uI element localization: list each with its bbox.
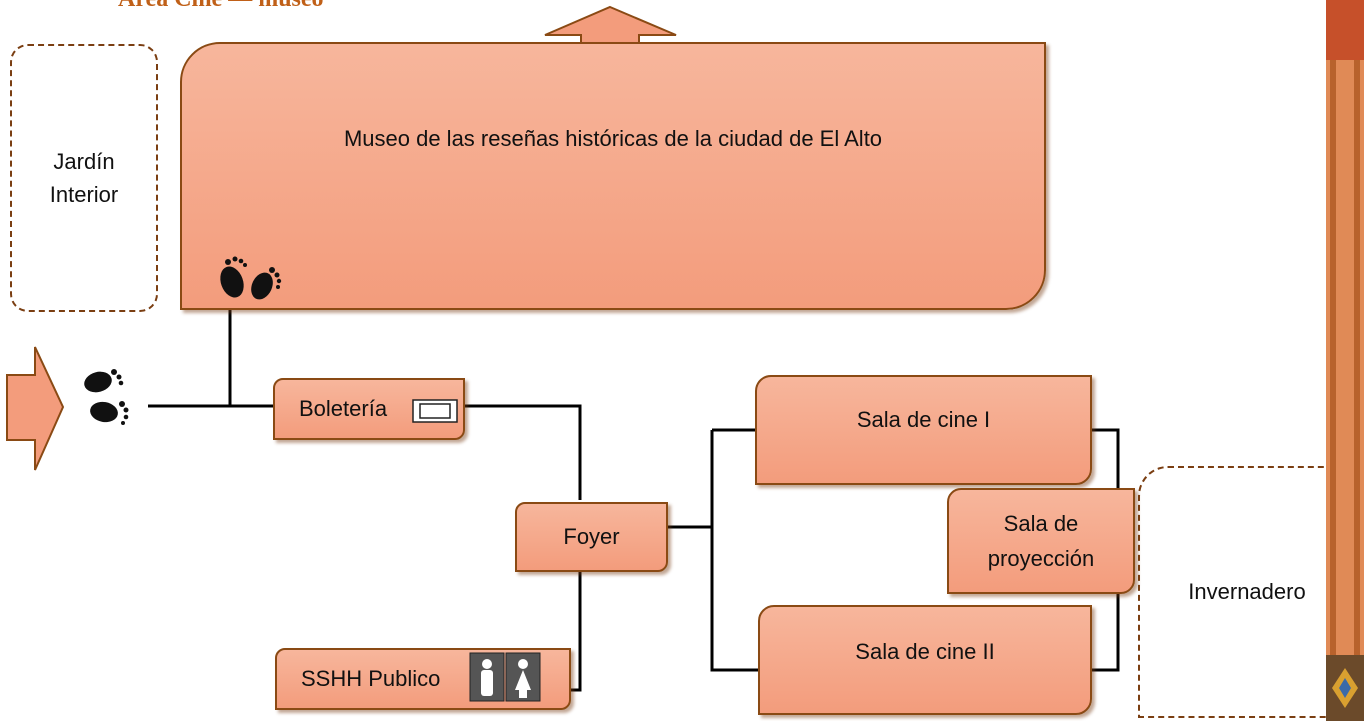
boleteria-label: Boletería [299,396,388,421]
jardin-interior-area: Jardín Interior [10,44,158,312]
museo-box[interactable]: Museo de las reseñas históricas de la ci… [180,42,1046,310]
ticket-icon [412,399,458,423]
footprints-icon [220,256,282,300]
invernadero-area: Invernadero [1138,466,1356,718]
sala-proyeccion-box[interactable]: Sala de proyección [947,488,1135,594]
sala-cine-2-box[interactable]: Sala de cine II [758,605,1092,715]
foyer-label: Foyer [563,524,620,549]
jardin-label: Jardín Interior [49,149,119,207]
sshh-label: SSHH Publico [301,666,441,691]
foyer-box[interactable]: Foyer [515,502,668,572]
sala-cine-1-box[interactable]: Sala de cine I [755,375,1092,485]
sala-proyeccion-label: Sala de proyección [987,510,1095,571]
entry-arrow-icon [6,346,65,471]
restroom-icon [469,652,541,702]
invernadero-label: Invernadero [1188,579,1306,604]
footprints-icon [84,369,129,425]
up-arrow-icon [544,5,677,55]
sala-cine-1-label: Sala de cine I [856,407,991,432]
museo-label: Museo de las reseñas históricas de la ci… [343,126,883,151]
sala-cine-2-label: Sala de cine II [855,639,995,664]
decorative-border [1326,0,1364,721]
diagram-title: Area Cine — museo [118,0,324,13]
